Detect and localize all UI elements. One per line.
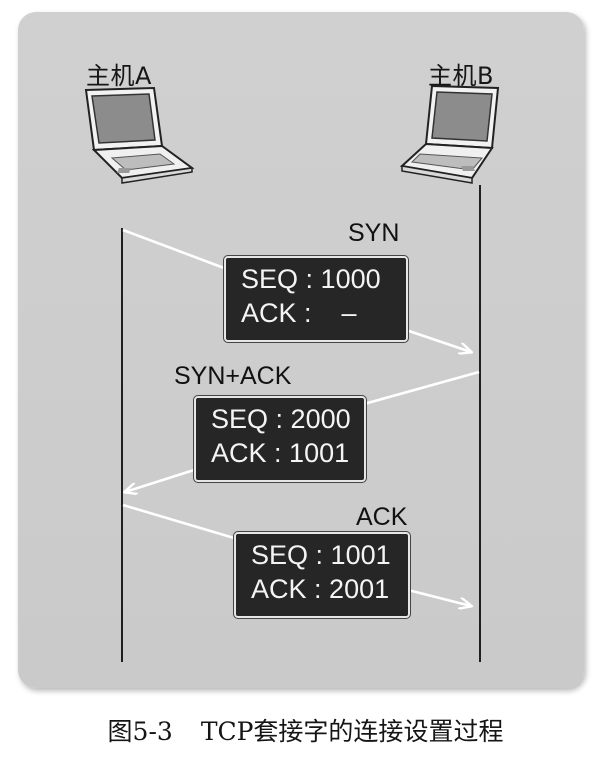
seq-label: SEQ (251, 540, 309, 570)
seq-label: SEQ (211, 404, 269, 434)
ack-label: ACK (241, 298, 297, 328)
ack-value: 1001 (289, 438, 350, 468)
seq-value: 2000 (290, 404, 351, 434)
laptop-icon (84, 86, 195, 184)
host-a-label: 主机A (86, 62, 152, 90)
ack-row: ACK : 2001 (251, 574, 390, 604)
ack-title: ACK (356, 503, 408, 531)
syn-arrow-head (405, 328, 471, 352)
seq-label: SEQ (241, 264, 299, 294)
ack-segment-box: SEQ : 1001 ACK : 2001 (233, 531, 411, 619)
ack-arrow (122, 503, 235, 540)
figure-caption: 图5-3 TCP套接字的连接设置过程 (0, 712, 611, 748)
syn-arrow (122, 228, 225, 270)
ack-arrow-head (407, 588, 471, 606)
syn-segment-box: SEQ : 1000 ACK : – (223, 255, 409, 343)
host-b-label: 主机B (428, 62, 494, 90)
seq-value: 1000 (320, 264, 381, 294)
seq-value: 1001 (330, 540, 391, 570)
laptop-icon (399, 84, 500, 184)
ack-row: ACK : – (241, 298, 357, 328)
syn-ack-title: SYN+ACK (174, 362, 292, 390)
figure-number: 图5-3 (107, 717, 173, 746)
ack-value: – (341, 298, 357, 328)
syn-title: SYN (348, 219, 400, 247)
ack-label: ACK (251, 574, 307, 604)
syn-ack-arrow (363, 370, 480, 406)
ack-row: ACK : 1001 (211, 438, 350, 468)
ack-value: 2001 (329, 574, 390, 604)
figure-title: TCP套接字的连接设置过程 (200, 717, 504, 746)
syn-ack-segment-box: SEQ : 2000 ACK : 1001 (193, 395, 367, 483)
seq-row: SEQ : 2000 (211, 404, 351, 434)
ack-label: ACK (211, 438, 267, 468)
syn-ack-arrow-head (125, 468, 195, 492)
seq-row: SEQ : 1001 (251, 540, 391, 570)
seq-row: SEQ : 1000 (241, 264, 381, 294)
